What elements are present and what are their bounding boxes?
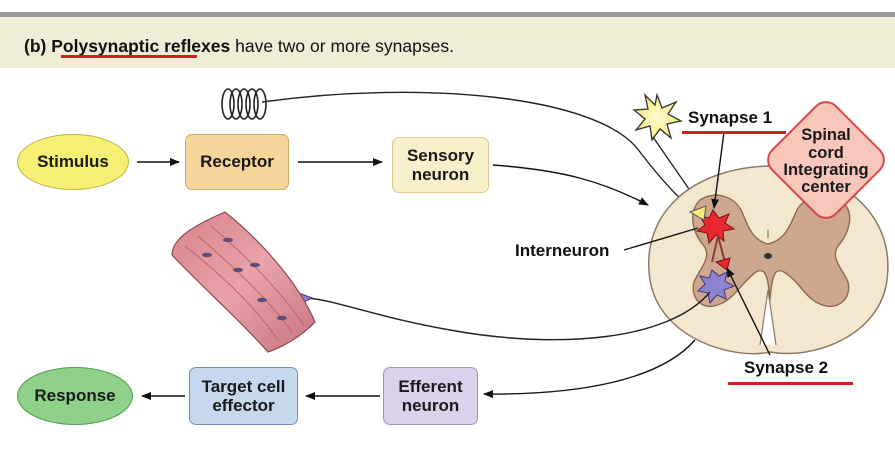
header-rest-text: have two or more synapses. [235, 36, 454, 56]
synapse-1-label: Synapse 1 [688, 108, 773, 127]
figure-header: (b) Polysynaptic reflexes have two or mo… [0, 17, 895, 68]
target-label-line1: Target cell [201, 376, 286, 396]
sensory-fiber-line [261, 91, 695, 211]
sensory-neuron-node: Sensory neuron [392, 137, 489, 193]
arrow-spinal-to-efferent [483, 339, 696, 399]
header-emphasis-reflexes: reflexes [164, 36, 231, 56]
efferent-label-line1: Efferent [398, 376, 463, 396]
response-label: Response [34, 386, 116, 406]
header-emphasis-polysynaptic: Polysynaptic [51, 36, 160, 56]
interneuron-leader-line [623, 227, 699, 251]
spinal-label-line4: center [801, 178, 851, 197]
target-cell-node: Target cell effector [189, 367, 298, 425]
synapse-2-label: Synapse 2 [744, 358, 829, 377]
synapse-2-red-underline [728, 382, 853, 385]
spinal-cord-diamond-shape [767, 101, 885, 219]
synapse-1-red-underline [682, 131, 786, 134]
header-red-underline [61, 55, 197, 58]
spinal-label-line2: cord [808, 143, 844, 162]
synapse-2-leader-line [726, 267, 771, 356]
efferent-label-line2: neuron [401, 396, 460, 415]
response-node: Response [17, 367, 133, 425]
muscle-effector-icon [171, 211, 316, 353]
efferent-fiber-line [306, 291, 711, 341]
target-label-line2: effector [212, 396, 275, 415]
spinal-label-line1: Spinal [801, 126, 851, 145]
sensory-label-line2: neuron [411, 165, 470, 184]
stimulus-node: Stimulus [17, 134, 129, 190]
panel-letter: (b) [24, 36, 47, 56]
arrow-sensory-to-spinal [492, 164, 649, 206]
stimulus-star-icon [632, 92, 683, 142]
receptor-node: Receptor [185, 134, 289, 190]
stimulus-label: Stimulus [37, 152, 109, 172]
sensory-label-line1: Sensory [406, 145, 475, 165]
synapse-1-leader-line [711, 131, 725, 209]
receptor-label: Receptor [200, 152, 274, 172]
synapse-2-terminal-icon [714, 257, 731, 271]
receptor-coil-icon [221, 88, 267, 120]
efferent-neuron-node: Efferent neuron [383, 367, 478, 425]
spinal-label-line3: Integrating [783, 161, 869, 179]
motor-neuron-cell-icon [696, 269, 736, 305]
top-border-line [0, 12, 895, 17]
synapse-1-terminal-icon [688, 205, 707, 221]
spinal-cord-integrating-center: Spinal cord Integrating center [772, 122, 880, 202]
interneuron-label: Interneuron [515, 241, 610, 260]
